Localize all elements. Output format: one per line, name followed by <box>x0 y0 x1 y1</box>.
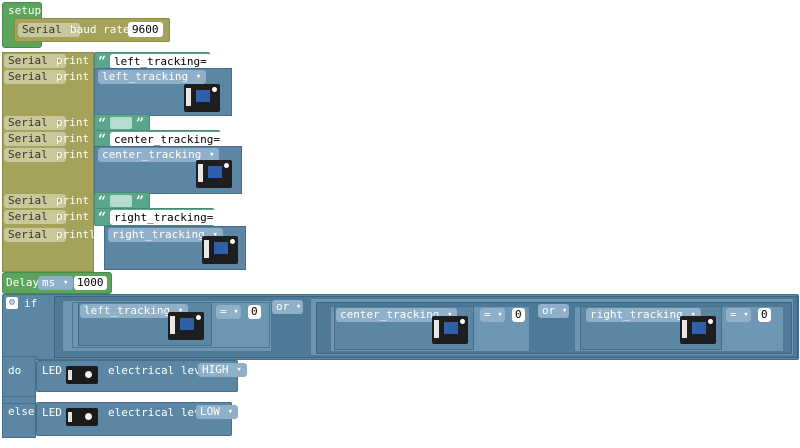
println-label: println <box>56 228 103 241</box>
string-input[interactable] <box>110 117 132 129</box>
tracking-sensor-icon <box>202 236 238 264</box>
level-select[interactable]: HIGH <box>198 363 247 377</box>
serial-select[interactable]: Serial <box>4 54 66 68</box>
quote-close-icon: ” <box>194 54 203 70</box>
serial-select[interactable]: Serial <box>4 194 66 208</box>
tracking-sensor-icon <box>680 316 716 344</box>
compare-value-input[interactable]: 0 <box>512 308 525 322</box>
delay-value-input[interactable]: 1000 <box>74 276 107 290</box>
string-input[interactable] <box>110 195 132 207</box>
quote-close-icon: ” <box>136 194 145 210</box>
sensor-select[interactable]: center_tracking <box>98 148 220 162</box>
else-label: else <box>8 405 35 418</box>
print-label: print <box>56 194 90 207</box>
sensor-select[interactable]: center_tracking <box>336 308 458 322</box>
logic-operator-select[interactable]: or <box>538 304 570 318</box>
serial-select[interactable]: Serial <box>4 148 66 162</box>
gear-icon[interactable]: ⚙ <box>6 297 18 309</box>
sensor-select[interactable]: left_tracking <box>98 70 207 84</box>
logic-operator-select[interactable]: or <box>272 300 304 314</box>
tracking-sensor-icon <box>168 312 204 340</box>
tracking-sensor-icon <box>184 84 220 112</box>
led-label: LED <box>42 364 62 377</box>
quote-close-icon: ” <box>198 210 207 226</box>
serial-select[interactable]: Serial <box>4 70 66 84</box>
quote-open-icon: “ <box>98 54 107 70</box>
sensor-select[interactable]: right_tracking <box>586 308 701 322</box>
string-input[interactable]: left_tracking= <box>110 54 211 69</box>
quote-close-icon: ” <box>204 132 213 148</box>
compare-value-input[interactable]: 0 <box>758 308 771 322</box>
print-label: print <box>56 54 90 67</box>
sensor-select[interactable]: right_tracking <box>108 228 223 242</box>
delay-unit-select[interactable]: ms <box>38 276 74 290</box>
serial-select[interactable]: Serial <box>4 210 66 224</box>
serial-select[interactable]: Serial <box>4 116 66 130</box>
led-label: LED <box>42 406 62 419</box>
quote-open-icon: “ <box>98 116 107 132</box>
print-label: print <box>56 132 90 145</box>
print-label: print <box>56 148 90 161</box>
serial-select[interactable]: Serial <box>4 228 66 242</box>
compare-value-input[interactable]: 0 <box>248 305 261 319</box>
compare-operator-select[interactable]: = <box>726 308 751 322</box>
level-select[interactable]: LOW <box>196 405 238 419</box>
print-label: print <box>56 116 90 129</box>
compare-operator-select[interactable]: = <box>480 308 505 322</box>
baud-rate-label: baud rate <box>70 23 130 36</box>
sensor-select[interactable]: left_tracking <box>80 304 189 318</box>
do-label: do <box>8 364 22 377</box>
setup-label: setup <box>8 4 42 17</box>
electrical-level-label: electrical level <box>108 364 214 377</box>
quote-close-icon: ” <box>136 116 145 132</box>
else-row <box>2 396 36 404</box>
led-module-icon <box>66 366 98 384</box>
serial-select[interactable]: Serial <box>4 132 66 146</box>
led-module-icon <box>66 408 98 426</box>
string-input[interactable]: center_tracking= <box>110 132 224 147</box>
print-label: print <box>56 70 90 83</box>
string-input[interactable]: right_tracking= <box>110 210 218 225</box>
if-label: if <box>24 297 38 310</box>
serial-select[interactable]: Serial <box>18 23 80 37</box>
baud-rate-input[interactable]: 9600 <box>128 22 163 37</box>
quote-open-icon: “ <box>98 194 107 210</box>
quote-open-icon: “ <box>98 132 107 148</box>
print-label: print <box>56 210 90 223</box>
quote-open-icon: “ <box>98 210 107 226</box>
compare-operator-select[interactable]: = <box>216 305 241 319</box>
tracking-sensor-icon <box>432 316 468 344</box>
delay-label: Delay <box>6 276 40 289</box>
tracking-sensor-icon <box>196 160 232 188</box>
electrical-level-label: electrical level <box>108 406 214 419</box>
